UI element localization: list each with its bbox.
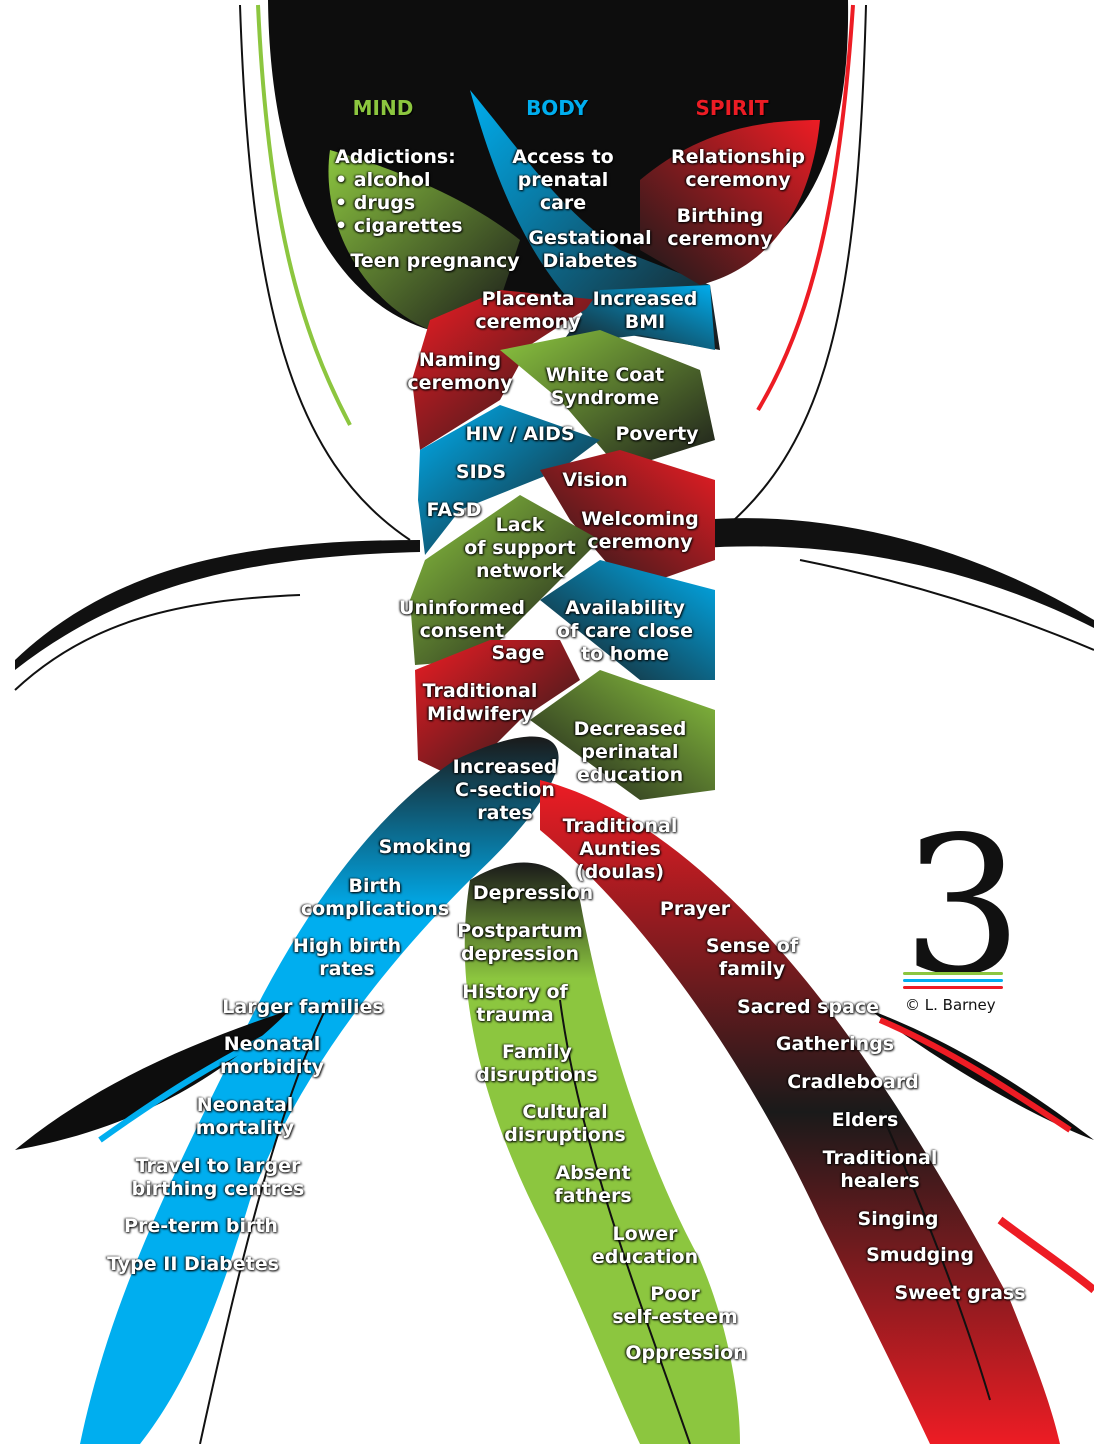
label-sacred-space: Sacred space <box>737 996 879 1019</box>
label-elders: Elders <box>832 1109 899 1132</box>
label-sage: Sage <box>492 642 545 665</box>
label-depression: Depression <box>473 882 593 905</box>
label-smoking: Smoking <box>379 836 472 859</box>
label-uninformed-consent: Uninformed consent <box>399 597 525 643</box>
label-increased-csection: Increased C-section rates <box>453 756 558 825</box>
label-prayer: Prayer <box>660 898 730 921</box>
label-postpartum-depression: Postpartum depression <box>457 920 583 966</box>
logo-stripe-green <box>903 972 1003 975</box>
label-smudging: Smudging <box>866 1244 974 1267</box>
label-naming-ceremony: Naming ceremony <box>407 349 512 395</box>
label-gestational-diabetes: Gestational Diabetes <box>528 227 651 273</box>
header-body: BODY <box>526 96 588 120</box>
label-poverty: Poverty <box>615 423 698 446</box>
label-poor-self-esteem: Poor self-esteem <box>612 1283 737 1329</box>
label-high-birth-rates: High birth rates <box>293 935 401 981</box>
label-singing: Singing <box>858 1208 939 1231</box>
label-traditional-midwifery: Traditional Midwifery <box>423 680 538 726</box>
label-relationship-ceremony: Relationship ceremony <box>671 146 805 192</box>
logo-stripe-red <box>903 986 1003 989</box>
label-decreased-perinatal: Decreased perinatal education <box>574 718 687 787</box>
label-cultural-disruptions: Cultural disruptions <box>504 1101 625 1147</box>
shoulder-left <box>15 540 420 670</box>
label-traditional-healers: Traditional healers <box>823 1147 938 1193</box>
label-preterm-birth: Pre-term birth <box>124 1215 278 1238</box>
label-absent-fathers: Absent fathers <box>554 1162 631 1208</box>
label-traditional-aunties: Traditional Aunties (doulas) <box>563 815 678 884</box>
label-sense-of-family: Sense of family <box>706 935 798 981</box>
label-welcoming-ceremony: Welcoming ceremony <box>581 508 698 554</box>
label-type2-diabetes: Type II Diabetes <box>107 1253 279 1276</box>
header-mind: MIND <box>353 96 414 120</box>
label-larger-families: Larger families <box>222 996 383 1019</box>
feather-right-lower-red <box>1000 1220 1094 1290</box>
label-increased-bmi: Increased BMI <box>593 288 698 334</box>
label-birth-complications: Birth complications <box>301 875 449 921</box>
label-neonatal-morbidity: Neonatal morbidity <box>220 1033 324 1079</box>
header-spirit: SPIRIT <box>696 96 769 120</box>
shoulder-left-thin <box>15 595 300 690</box>
label-lack-support: Lack of support network <box>464 514 575 583</box>
label-gatherings: Gatherings <box>776 1033 894 1056</box>
label-sids: SIDS <box>456 461 506 484</box>
label-white-coat: White Coat Syndrome <box>546 364 664 410</box>
label-neonatal-mortality: Neonatal mortality <box>196 1094 295 1140</box>
logo-stripe-blue <box>903 979 1003 982</box>
label-sweet-grass: Sweet grass <box>894 1282 1025 1305</box>
label-oppression: Oppression <box>625 1342 746 1365</box>
label-family-disruptions: Family disruptions <box>476 1041 597 1087</box>
label-hiv-aids: HIV / AIDS <box>465 423 574 446</box>
label-placenta-ceremony: Placenta ceremony <box>475 288 580 334</box>
logo-credit: © L. Barney <box>905 996 996 1014</box>
label-travel-birthing: Travel to larger birthing centres <box>132 1155 305 1201</box>
label-history-trauma: History of trauma <box>462 981 568 1027</box>
label-cradleboard: Cradleboard <box>787 1071 919 1094</box>
label-birthing-ceremony: Birthing ceremony <box>667 205 772 251</box>
shoulder-right <box>700 518 1094 628</box>
label-vision: Vision <box>562 469 627 492</box>
label-access-prenatal: Access to prenatal care <box>512 146 614 215</box>
label-addictions: Addictions: • alcohol • drugs • cigarett… <box>335 146 463 238</box>
label-lower-education: Lower education <box>592 1223 698 1269</box>
label-availability-care: Availability of care close to home <box>557 597 693 666</box>
label-teen-pregnancy: Teen pregnancy <box>350 250 519 273</box>
